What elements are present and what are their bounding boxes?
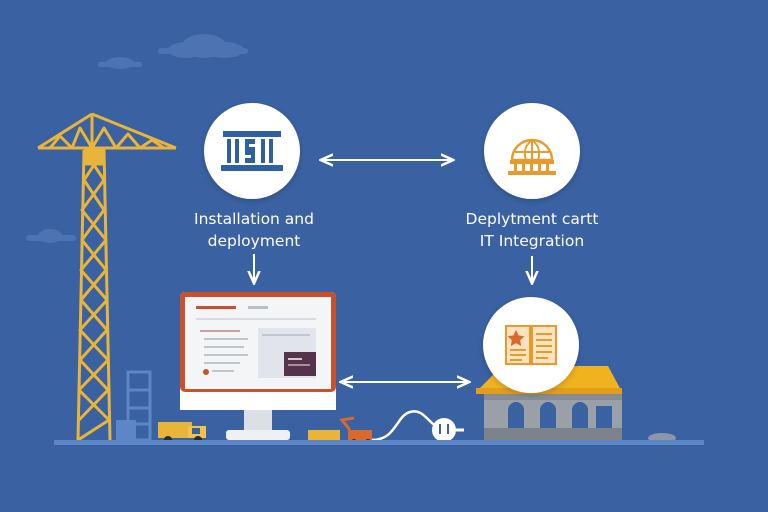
label-installation-line2: deployment xyxy=(207,232,301,250)
label-deployment-it-line1: Deplytment cartt xyxy=(465,210,599,228)
cargo-box-icon xyxy=(308,430,340,442)
node-installation xyxy=(204,103,300,199)
book-star-icon xyxy=(505,325,557,365)
cloud-left-icon xyxy=(26,229,76,243)
power-cable xyxy=(371,410,441,442)
node-deployment-it xyxy=(484,103,580,199)
node-document xyxy=(483,297,579,393)
label-installation-line1: Installation and xyxy=(194,210,314,228)
monitor-icon xyxy=(180,292,336,440)
label-deployment-it-line2: IT Integration xyxy=(479,232,585,250)
plug-icon xyxy=(432,418,464,442)
cloud-small-icon xyxy=(98,57,142,69)
label-installation: Installation and deployment xyxy=(174,208,334,252)
crane-icon xyxy=(37,112,177,442)
government-building-icon xyxy=(221,131,283,171)
label-deployment-it: Deplytment cartt IT Integration xyxy=(452,208,612,252)
cloud-top-icon xyxy=(158,34,248,58)
globe-building-icon xyxy=(508,138,556,175)
ground-line xyxy=(54,440,704,445)
